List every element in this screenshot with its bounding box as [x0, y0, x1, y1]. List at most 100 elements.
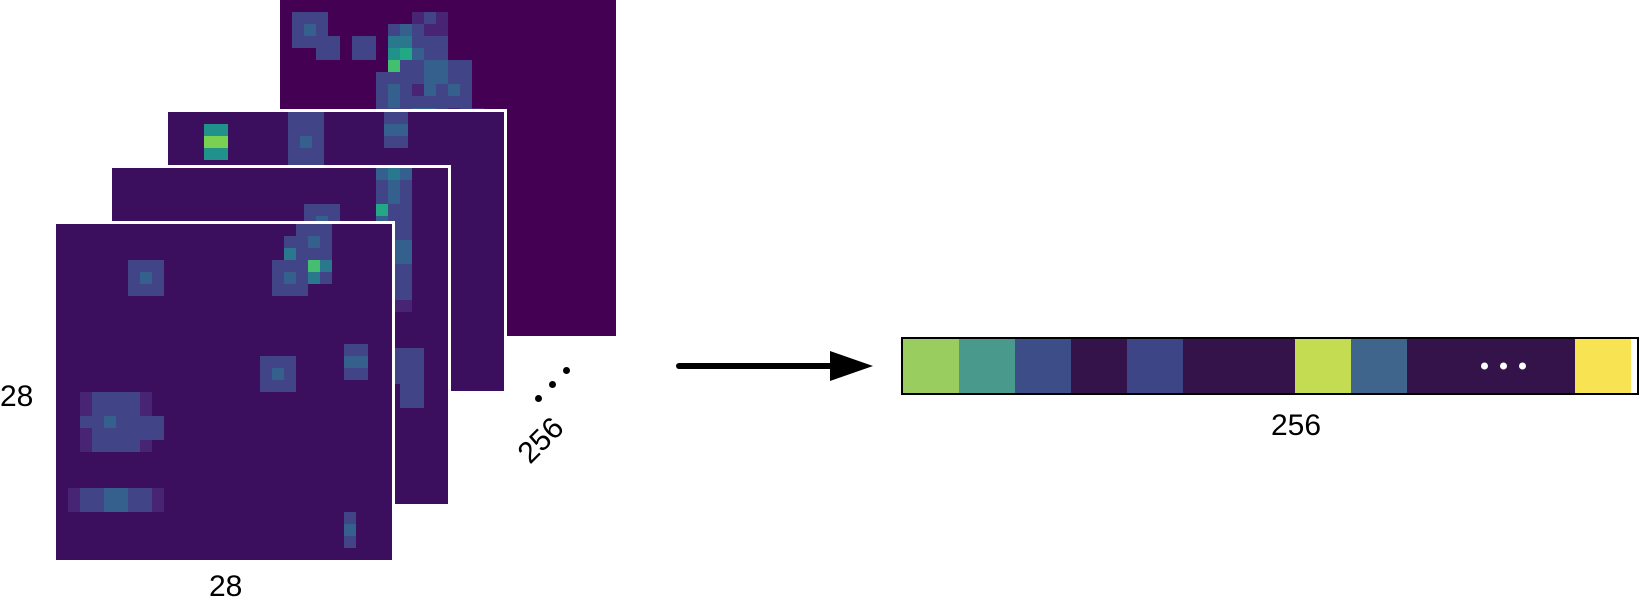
heatmap-cell — [284, 380, 296, 392]
heatmap-cell — [356, 344, 368, 356]
heatmap-cell — [292, 36, 304, 48]
heatmap-cell — [296, 236, 308, 248]
heatmap-cell — [376, 192, 388, 204]
heatmap-cell — [260, 356, 272, 368]
heatmap-cell — [388, 192, 400, 204]
heatmap-cell — [284, 356, 296, 368]
heatmap-cell — [364, 48, 376, 60]
heatmap-cell — [388, 168, 400, 180]
heatmap-cell — [328, 36, 340, 48]
heatmap-cell — [140, 272, 152, 284]
heatmap-cell — [104, 428, 116, 440]
heatmap-cell — [316, 12, 328, 24]
heatmap-cell — [316, 36, 328, 48]
heatmap-cell — [384, 124, 396, 136]
heatmap-cell — [400, 396, 412, 408]
heatmap-cell — [300, 112, 312, 124]
heatmap-cell — [152, 500, 164, 512]
vector-cell — [1127, 339, 1183, 393]
heatmap-cell — [140, 416, 152, 428]
heatmap-cell — [412, 36, 424, 48]
heatmap-cell — [272, 272, 284, 284]
heatmap-cell — [424, 24, 436, 36]
heatmap-cell — [128, 488, 140, 500]
heatmap-cell — [436, 48, 448, 60]
heatmap-cell — [400, 84, 412, 96]
heatmap-cell — [216, 148, 228, 160]
heatmap-cell — [296, 248, 308, 260]
heatmap-cell — [140, 392, 152, 404]
heatmap-cell — [320, 260, 332, 272]
heatmap-cell — [344, 536, 356, 548]
heatmap-cell — [288, 112, 300, 124]
vector-ellipsis — [1481, 362, 1526, 370]
heatmap-cell — [436, 72, 448, 84]
ellipsis-dot — [563, 367, 570, 374]
heatmap-cell — [344, 356, 356, 368]
heatmap-cell — [116, 488, 128, 500]
heatmap-cell — [140, 260, 152, 272]
heatmap-cell — [400, 36, 412, 48]
heatmap-cell — [300, 124, 312, 136]
heatmap-cell — [376, 72, 388, 84]
heatmap-cell — [288, 124, 300, 136]
heatmap-cell — [308, 224, 320, 236]
heatmap-cell — [424, 84, 436, 96]
heatmap-cell — [388, 60, 400, 72]
heatmap-cell — [128, 440, 140, 452]
ellipsis-dot — [549, 381, 556, 388]
vector-cell — [1015, 339, 1071, 393]
heatmap-cell — [448, 96, 460, 108]
heatmap-cell — [104, 488, 116, 500]
heatmap-cell — [304, 204, 316, 216]
heatmap-cell — [352, 36, 364, 48]
heatmap-cell — [292, 12, 304, 24]
heatmap-cell — [284, 272, 296, 284]
heatmap-cell — [388, 84, 400, 96]
heatmap-cell — [424, 48, 436, 60]
vector-cell — [1351, 339, 1407, 393]
heatmap-cell — [436, 24, 448, 36]
heatmap-cell — [400, 384, 412, 396]
heatmap-cell — [312, 148, 324, 160]
heatmap-cell — [104, 404, 116, 416]
heatmap-cell — [152, 284, 164, 296]
vector-cell — [1519, 339, 1575, 393]
heatmap-cell — [460, 96, 472, 108]
heatmap-cell — [296, 284, 308, 296]
heatmap-cell — [412, 84, 424, 96]
heatmap-cell — [128, 416, 140, 428]
heatmap-cell — [412, 72, 424, 84]
heatmap-cell — [204, 124, 216, 136]
heatmap-cell — [400, 24, 412, 36]
heatmap-cell — [424, 12, 436, 24]
heatmap-cell — [436, 96, 448, 108]
width-label: 28 — [209, 570, 243, 603]
heatmap-cell — [152, 416, 164, 428]
heatmap-cell — [128, 404, 140, 416]
heatmap-cell — [356, 356, 368, 368]
heatmap-cell — [140, 488, 152, 500]
heatmap-cell — [116, 440, 128, 452]
heatmap-cell — [352, 48, 364, 60]
heatmap-cell — [412, 348, 424, 360]
vector-cell — [1239, 339, 1295, 393]
heatmap-cell — [388, 204, 400, 216]
heatmap-cell — [400, 180, 412, 192]
heatmap-cell — [448, 72, 460, 84]
heatmap-cell — [320, 272, 332, 284]
heatmap-cell — [316, 24, 328, 36]
heatmap-cell — [412, 384, 424, 396]
heatmap-cell — [400, 192, 412, 204]
heatmap-cell — [460, 72, 472, 84]
heatmap-cell — [80, 440, 92, 452]
heatmap-cell — [460, 84, 472, 96]
heatmap-cell — [80, 392, 92, 404]
heatmap-cell — [436, 12, 448, 24]
heatmap-cell — [356, 368, 368, 380]
heatmap-cell — [204, 136, 216, 148]
heatmap-cell — [424, 36, 436, 48]
heatmap-cell — [328, 204, 340, 216]
heatmap-cell — [140, 428, 152, 440]
heatmap-cell — [140, 500, 152, 512]
